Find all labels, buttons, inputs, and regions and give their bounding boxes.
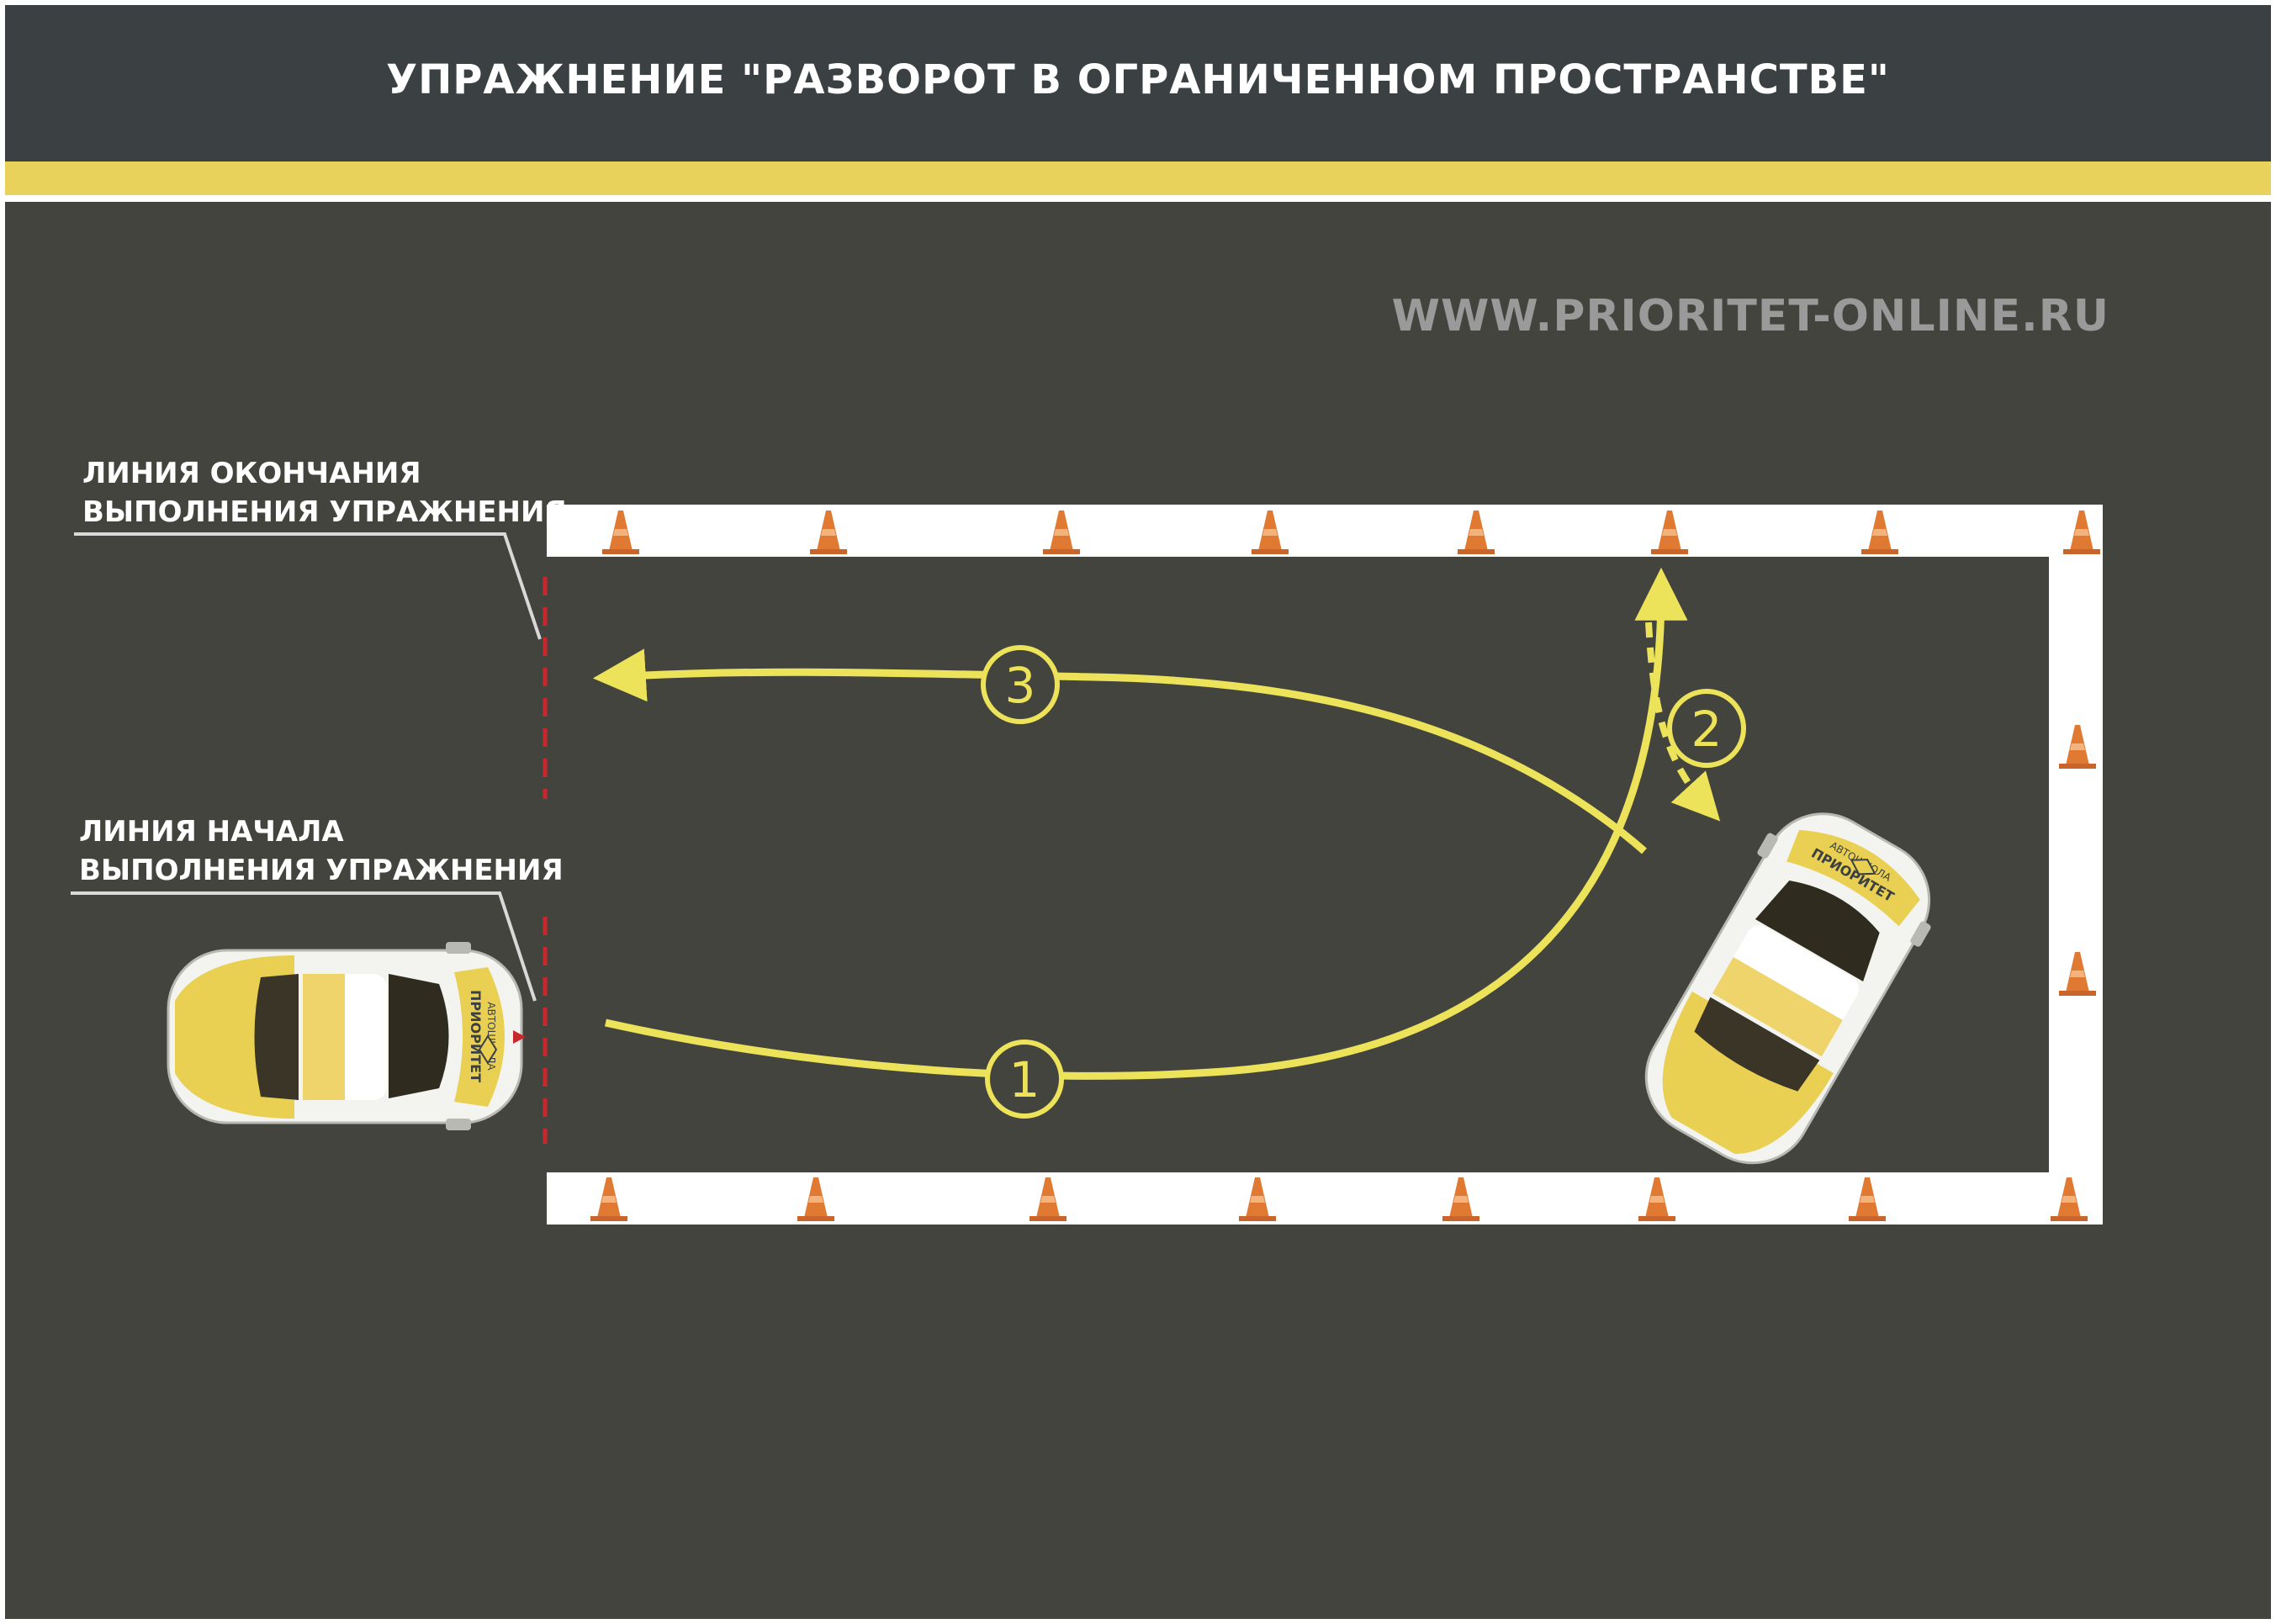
start-line-label: ЛИНИЯ НАЧАЛА ВЫПОЛНЕНИЯ УПРАЖНЕНИЯ: [79, 812, 564, 890]
step-2-number: 2: [1691, 701, 1723, 758]
car-brand-main: ПРИОРИТЕТ: [468, 990, 484, 1082]
end-line-label-2: ВЫПОЛНЕНИЯ УПРАЖНЕНИЯ: [82, 495, 567, 529]
step-2-badge: 2: [1667, 689, 1746, 768]
end-line-label-1: ЛИНИЯ ОКОНЧАНИЯ: [82, 457, 421, 490]
end-line-label: ЛИНИЯ ОКОНЧАНИЯ ВЫПОЛНЕНИЯ УПРАЖНЕНИЯ: [82, 454, 567, 532]
car-turning: АВТОШКОЛА ПРИОРИТЕТ: [1644, 812, 1931, 1165]
header-yellow-stripe: [5, 161, 2271, 195]
car-start: АВТОШКОЛА ПРИОРИТЕТ: [167, 942, 526, 1130]
start-line-label-1: ЛИНИЯ НАЧАЛА: [79, 815, 344, 849]
step-3-number: 3: [1005, 657, 1036, 714]
step-1-number: 1: [1009, 1051, 1040, 1108]
step-3-badge: 3: [981, 645, 1060, 724]
path-step-3: [592, 648, 1647, 854]
diagram-frame: УПРАЖНЕНИЕ "РАЗВОРОТ В ОГРАНИЧЕННОМ ПРОС…: [5, 5, 2271, 1619]
header-bar: УПРАЖНЕНИЕ "РАЗВОРОТ В ОГРАНИЧЕННОМ ПРОС…: [5, 5, 2271, 161]
website-url: WWW.PRIORITET-ONLINE.RU: [1391, 291, 2109, 341]
start-line-label-2: ВЫПОЛНЕНИЯ УПРАЖНЕНИЯ: [79, 854, 564, 887]
step-1-badge: 1: [985, 1039, 1064, 1119]
end-line-leader: [74, 532, 542, 640]
page-title: УПРАЖНЕНИЕ "РАЗВОРОТ В ОГРАНИЧЕННОМ ПРОС…: [386, 56, 1890, 103]
path-step-1: [605, 567, 1688, 1080]
start-line-leader: [71, 891, 537, 1002]
right-boundary-strip: [2049, 505, 2103, 1225]
header-divider: [5, 195, 2271, 202]
path-step-2: [1645, 622, 1721, 822]
top-boundary-strip: [547, 505, 2103, 557]
